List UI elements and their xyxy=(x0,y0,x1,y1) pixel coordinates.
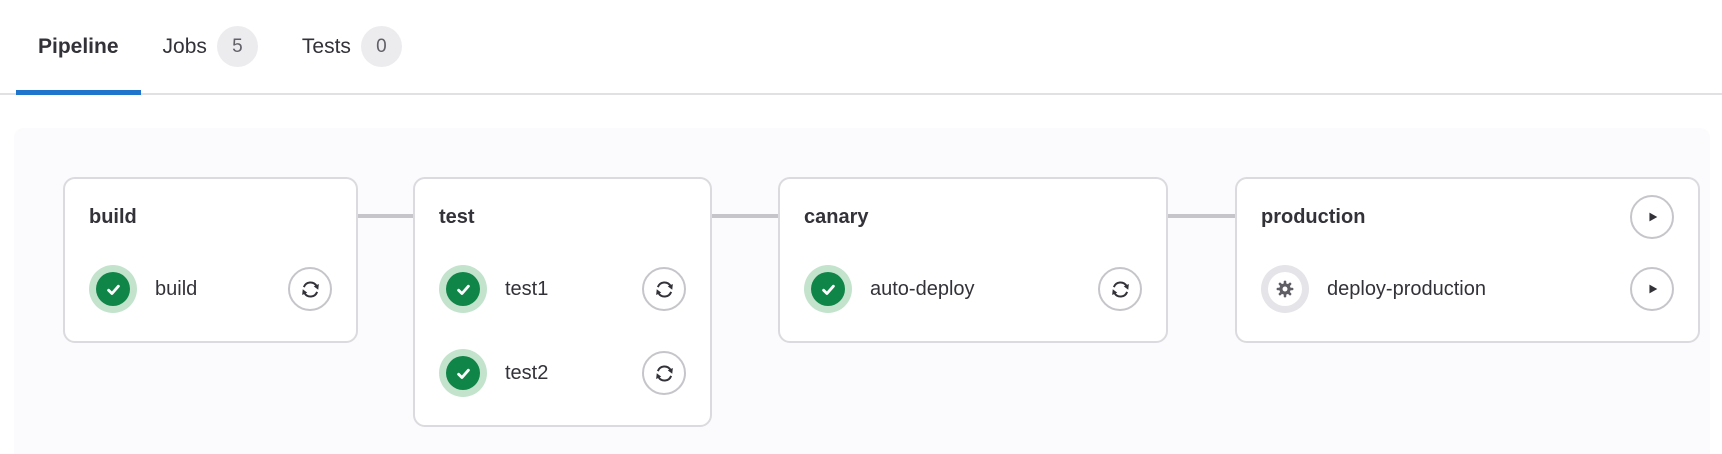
retry-icon xyxy=(653,362,676,385)
retry-job-button[interactable] xyxy=(642,351,686,395)
play-icon xyxy=(1641,278,1663,300)
play-job-button[interactable] xyxy=(1630,267,1674,311)
stage-jobs: test1 test2 xyxy=(439,265,686,397)
tab-jobs[interactable]: Jobs 5 xyxy=(141,0,280,93)
stage-header: test xyxy=(439,195,686,239)
stage-connector xyxy=(358,214,413,218)
status-success-icon xyxy=(439,265,487,313)
retry-icon xyxy=(1109,278,1132,301)
job-name: test2 xyxy=(505,361,549,384)
stage-card: test test1 xyxy=(413,177,712,427)
job-name: test1 xyxy=(505,277,549,300)
stage-title: test xyxy=(439,205,475,228)
stage-card: build build xyxy=(63,177,358,343)
stage-card: canary auto-deploy xyxy=(778,177,1168,343)
gear-icon xyxy=(1261,265,1309,313)
tab-pipeline-label: Pipeline xyxy=(38,34,119,58)
job-link[interactable]: auto-deploy xyxy=(804,265,975,313)
pipeline-graph-panel: build build xyxy=(14,128,1710,454)
status-success-icon xyxy=(439,349,487,397)
tab-tests-label: Tests xyxy=(301,34,351,58)
job-name: build xyxy=(155,277,198,300)
job-row: auto-deploy xyxy=(804,265,1142,313)
stage-header: build xyxy=(89,195,332,239)
job-name: auto-deploy xyxy=(870,277,975,300)
retry-icon xyxy=(653,278,676,301)
retry-job-button[interactable] xyxy=(642,267,686,311)
tab-jobs-label: Jobs xyxy=(162,34,207,58)
tab-tests-count-badge: 0 xyxy=(360,26,402,67)
job-link[interactable]: build xyxy=(89,265,197,313)
stage-connector xyxy=(712,214,778,218)
retry-job-button[interactable] xyxy=(288,267,332,311)
retry-job-button[interactable] xyxy=(1098,267,1142,311)
job-name: deploy-production xyxy=(1327,277,1486,300)
tab-pipeline[interactable]: Pipeline xyxy=(16,0,141,95)
pipeline-stages: build build xyxy=(63,177,1710,427)
stage-jobs: auto-deploy xyxy=(804,265,1142,313)
stage-card: production xyxy=(1235,177,1700,343)
stage-header: canary xyxy=(804,195,1142,239)
retry-icon xyxy=(299,278,322,301)
job-link[interactable]: test2 xyxy=(439,349,548,397)
status-success-icon xyxy=(89,265,137,313)
stage-title: production xyxy=(1261,205,1366,228)
tab-tests[interactable]: Tests 0 xyxy=(280,0,424,93)
stage-title: build xyxy=(89,205,137,228)
stage-connector xyxy=(1168,214,1235,218)
job-row: test2 xyxy=(439,349,686,397)
play-icon xyxy=(1641,206,1663,228)
status-success-icon xyxy=(804,265,852,313)
job-link[interactable]: test1 xyxy=(439,265,548,313)
job-row: build xyxy=(89,265,332,313)
job-link[interactable]: deploy-production xyxy=(1261,265,1486,313)
job-row: test1 xyxy=(439,265,686,313)
stage-header: production xyxy=(1261,195,1674,239)
stage-play-button[interactable] xyxy=(1630,195,1674,239)
pipeline-tabbar: Pipeline Jobs 5 Tests 0 xyxy=(0,0,1722,95)
stage-title: canary xyxy=(804,205,869,228)
tab-jobs-count-badge: 5 xyxy=(216,26,258,67)
stage-jobs: build xyxy=(89,265,332,313)
job-row: deploy-production xyxy=(1261,265,1674,313)
stage-jobs: deploy-production xyxy=(1261,265,1674,313)
